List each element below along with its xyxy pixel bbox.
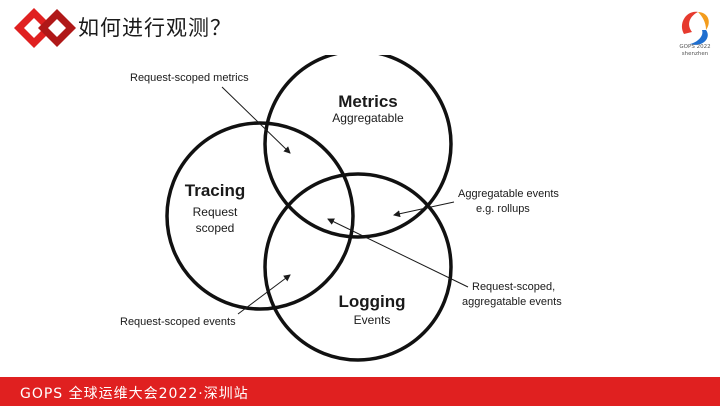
annotation-request-scoped-aggregatable-line1: Request-scoped, — [472, 281, 555, 293]
tracing-subtitle-line1: Request — [193, 205, 238, 219]
metrics-subtitle: Aggregatable — [332, 111, 404, 125]
event-logo-title: GOPS 2022 — [679, 44, 711, 50]
tracing-subtitle-line2: scoped — [196, 221, 235, 235]
arrow-request-scoped-events — [237, 274, 291, 315]
footer-bar: GOPS 全球运维大会2022·深圳站 — [0, 377, 720, 406]
arrow-request-scoped-aggregatable — [327, 218, 469, 288]
event-logo-subtitle: shenzhen — [681, 51, 709, 57]
annotation-aggregatable-events-line2: e.g. rollups — [476, 203, 530, 215]
annotation-aggregatable-events-line1: Aggregatable events — [458, 188, 559, 200]
event-logo-caption: GOPS 2022 shenzhen — [672, 44, 718, 58]
logging-title: Logging — [338, 292, 405, 311]
logging-subtitle: Events — [354, 313, 391, 327]
annotation-request-scoped-aggregatable-line2: aggregatable events — [462, 296, 562, 308]
gops-logo-icon — [681, 11, 709, 45]
tracing-title: Tracing — [185, 181, 245, 200]
metrics-circle — [263, 55, 453, 239]
metrics-title: Metrics — [338, 92, 398, 111]
footer-text: GOPS 全球运维大会2022·深圳站 — [20, 386, 249, 402]
arrow-request-scoped-metrics — [221, 86, 291, 154]
logging-circle — [263, 172, 453, 362]
tracing-circle — [165, 121, 355, 311]
page-title: 如何进行观测？ — [78, 16, 232, 40]
diamond-logo-icon — [14, 8, 76, 48]
arrow-aggregatable-events — [393, 201, 455, 218]
observability-venn-diagram: Metrics Aggregatable Tracing Request sco… — [120, 55, 562, 362]
annotation-request-scoped-events: Request-scoped events — [120, 316, 236, 328]
annotation-request-scoped-metrics: Request-scoped metrics — [130, 72, 249, 84]
